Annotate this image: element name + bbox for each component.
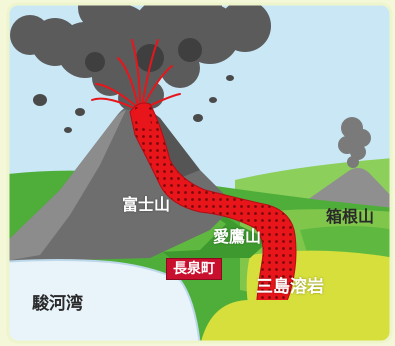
lowland-field	[200, 300, 391, 342]
eruption-smoke-dark	[85, 38, 202, 72]
label-suruga-bay: 駿河湾	[32, 294, 83, 314]
label-mishima-lava: 三島溶岩	[256, 277, 324, 297]
eruption-smoke	[10, 4, 271, 110]
hakone-smoke	[338, 117, 371, 168]
eruption-strands	[91, 39, 181, 109]
coastline	[8, 259, 201, 342]
suruga-bay	[8, 260, 200, 342]
frame-border	[6, 2, 393, 344]
label-ashitaka: 愛鷹山	[213, 227, 262, 246]
volcanic-bombs	[33, 75, 234, 133]
fuji-light-face	[8, 110, 126, 262]
label-fuji: 富士山	[122, 195, 171, 214]
label-nagaizumi-town: 長泉町	[166, 258, 222, 280]
label-hakone: 箱根山	[326, 207, 375, 226]
lava-summit	[133, 105, 152, 130]
